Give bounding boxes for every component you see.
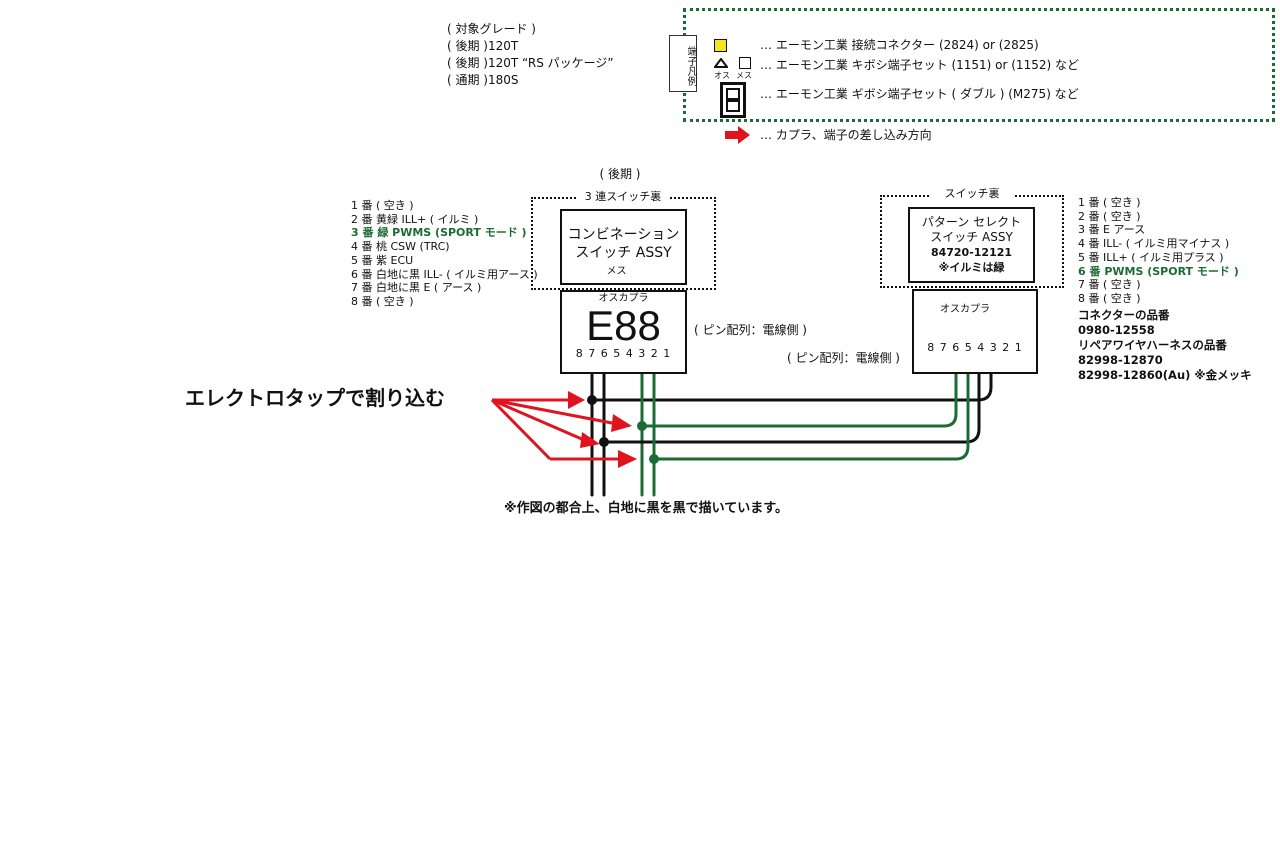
tap-arrow-line bbox=[491, 398, 613, 425]
harness-title: リペアワイヤハーネスの品番 bbox=[1078, 338, 1227, 352]
pin-item: 5 番 紫 ECU bbox=[351, 253, 414, 267]
pin-item: 3 番 緑 PWMS (SPORT モード ) bbox=[351, 226, 527, 240]
right-osu-coupler-label: オスカプラ bbox=[940, 304, 990, 315]
pin-item: 1 番 ( 空き ) bbox=[1078, 196, 1141, 209]
tap-arrowhead bbox=[618, 450, 637, 468]
pin-item: 2 番 ( 空き ) bbox=[1078, 209, 1141, 223]
left-pin-note: ( ピン配列：電線側 ) bbox=[694, 323, 807, 337]
tap-arrow-line bbox=[490, 398, 552, 461]
tap-point bbox=[587, 395, 597, 405]
e88-connector-code: E88 bbox=[586, 302, 661, 349]
part-number-block: コネクターの品番 0980-12558 リペアワイヤハーネスの品番 82998-… bbox=[1078, 308, 1252, 383]
grade-line: ( 後期 )120T “RS パッケージ” bbox=[447, 56, 614, 70]
harness-no: 82998-12860(Au) ※金メッキ bbox=[1078, 368, 1252, 382]
pin-item: 6 番 白地に黒 ILL- ( イルミ用アース ) bbox=[351, 267, 538, 281]
tap-point bbox=[599, 437, 609, 447]
combination-switch-name: スイッチ ASSY bbox=[575, 245, 672, 261]
legend-title: 端子凡例 bbox=[669, 35, 697, 92]
pattern-select-illumi-note: ※イルミは緑 bbox=[938, 261, 1005, 274]
pin-item: 4 番 桃 CSW (TRC) bbox=[351, 240, 450, 254]
left-period-label: ( 後期 ) bbox=[599, 167, 641, 181]
connector-part-no: 0980-12558 bbox=[1078, 323, 1155, 337]
right-pin-note: ( ピン配列：電線側 ) bbox=[787, 351, 900, 365]
pin-item: 5 番 ILL+ ( イルミ用プラス ) bbox=[1078, 250, 1224, 264]
female-terminal-icon bbox=[739, 57, 751, 69]
grade-heading: ( 対象グレード ) bbox=[447, 22, 536, 36]
wire-black-lower bbox=[602, 372, 981, 497]
wire-green-lower bbox=[652, 372, 970, 497]
pin-item: 7 番 白地に黒 E ( アース ) bbox=[351, 281, 482, 295]
pin-item: 1 番 ( 空き ) bbox=[351, 199, 414, 212]
electro-tap-label: エレクトロタップで割り込む bbox=[185, 386, 445, 410]
tap-arrowhead bbox=[611, 414, 632, 432]
pattern-select-name: スイッチ ASSY bbox=[930, 230, 1013, 244]
right-pin-numbers: 8 7 6 5 4 3 2 1 bbox=[927, 341, 1023, 354]
double-terminal-icon bbox=[720, 82, 746, 118]
drawing-footnote: ※作図の都合上、白地に黒を黒で描いています。 bbox=[504, 501, 788, 516]
tap-arrowhead bbox=[580, 432, 600, 448]
pin-item: 2 番 黄緑 ILL+ ( イルミ ) bbox=[351, 212, 479, 226]
pin-item: 3 番 E アース bbox=[1078, 223, 1146, 237]
legend-item: … カプラ、端子の差し込み方向 bbox=[760, 128, 932, 142]
right-pin-list: 1 番 ( 空き ) 2 番 ( 空き ) 3 番 E アース 4 番 ILL-… bbox=[1078, 196, 1239, 306]
right-connector-box: オスカプラ 8 7 6 5 4 3 2 1 bbox=[912, 289, 1038, 374]
tap-arrow-line bbox=[491, 398, 585, 442]
combination-switch-mesu: メス bbox=[606, 266, 627, 277]
e88-connector-box: オスカプラ E88 8 7 6 5 4 3 2 1 bbox=[560, 290, 687, 374]
combination-switch-name: コンビネーション bbox=[567, 227, 680, 243]
pin-item: 7 番 ( 空き ) bbox=[1078, 278, 1141, 292]
pin-item: 6 番 PWMS (SPORT モード ) bbox=[1078, 264, 1239, 278]
pin-item: 4 番 ILL- ( イルミ用マイナス ) bbox=[1078, 237, 1230, 251]
e88-osu-coupler-label: オスカプラ bbox=[598, 293, 649, 304]
male-terminal-icon bbox=[714, 58, 728, 68]
legend-item: … エーモン工業 ギボシ端子セット ( ダブル ) (M275) など bbox=[760, 87, 1079, 101]
pattern-select-name: パターン セレクト bbox=[921, 215, 1022, 229]
legend-mesu-label: メス bbox=[736, 71, 752, 80]
insert-direction-arrow-icon bbox=[725, 126, 750, 144]
wire-black-top bbox=[590, 372, 993, 497]
legend-item: … エーモン工業 接続コネクター (2824) or (2825) bbox=[760, 38, 1039, 52]
right-switch-back-label: スイッチ裏 bbox=[930, 187, 1014, 201]
legend-item: … エーモン工業 キボシ端子セット (1151) or (1152) など bbox=[760, 58, 1079, 72]
pattern-select-switch-box: パターン セレクト スイッチ ASSY 84720-12121 ※イルミは緑 bbox=[908, 207, 1035, 283]
harness-no: 82998-12870 bbox=[1078, 353, 1163, 367]
grade-line: ( 後期 )120T bbox=[447, 39, 519, 53]
legend-title-text: 端子凡例 bbox=[685, 45, 696, 86]
yellow-square-icon bbox=[714, 39, 727, 52]
tap-arrowhead bbox=[568, 391, 585, 409]
left-pin-list: 1 番 ( 空き ) 2 番 黄緑 ILL+ ( イルミ ) 3 番 緑 PWM… bbox=[351, 199, 538, 309]
pattern-select-part-no: 84720-12121 bbox=[930, 246, 1013, 259]
grade-line: ( 通期 )180S bbox=[447, 73, 519, 87]
wire-green-upper bbox=[640, 372, 958, 497]
legend-oss-label: オス bbox=[714, 71, 730, 80]
pin-item: 8 番 ( 空き ) bbox=[351, 294, 414, 308]
e88-pin-numbers: 8 7 6 5 4 3 2 1 bbox=[575, 347, 672, 360]
left-switch-back-label: 3 連スイッチ裏 bbox=[578, 190, 668, 204]
connector-part-title: コネクターの品番 bbox=[1078, 308, 1170, 322]
combination-switch-box: コンビネーション スイッチ ASSY メス bbox=[560, 209, 687, 285]
pin-item: 8 番 ( 空き ) bbox=[1078, 291, 1141, 305]
tap-point bbox=[649, 454, 659, 464]
tap-point bbox=[637, 421, 647, 431]
